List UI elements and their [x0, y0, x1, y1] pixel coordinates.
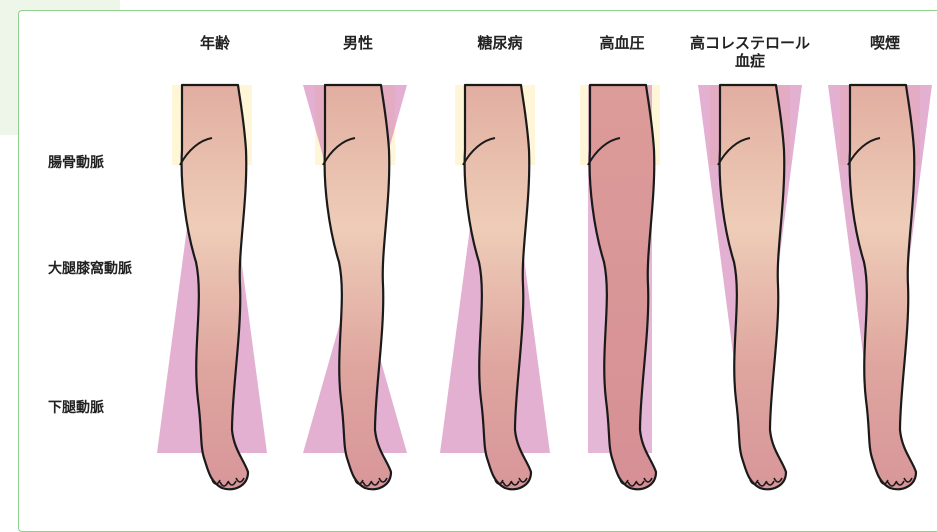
- leg-risk-tint: [849, 85, 916, 490]
- leg-outline: [588, 83, 658, 491]
- leg-outline: [848, 83, 918, 491]
- row-label-crural-artery: 下腿動脈: [48, 400, 104, 416]
- leg-risk-tint: [464, 85, 531, 490]
- column-label-hypertension: 高血圧: [599, 34, 645, 52]
- leg-outline: [180, 83, 250, 491]
- leg-risk-tint: [719, 85, 786, 490]
- column-label-smoking: 喫煙: [869, 34, 900, 52]
- column-label-hypercholesterolemia: 高コレステロール 血症: [689, 34, 810, 70]
- leg-risk-tint: [324, 85, 391, 490]
- hip-crease: [587, 137, 621, 166]
- column-label-male: 男性: [342, 34, 373, 52]
- row-label-iliac-artery: 腸骨動脈: [48, 155, 104, 171]
- leg-4: [580, 83, 660, 491]
- toes: [211, 477, 245, 487]
- toes: [619, 477, 653, 487]
- hip-crease: [717, 137, 751, 166]
- hip-crease: [179, 137, 213, 166]
- toes: [879, 477, 913, 487]
- hip-crease: [847, 137, 881, 166]
- hip-crease: [322, 137, 356, 166]
- toes: [354, 477, 388, 487]
- leg-risk-tint: [589, 85, 656, 490]
- leg-3: [440, 83, 550, 491]
- column-label-age: 年齢: [199, 34, 230, 52]
- column-label-diabetes: 糖尿病: [477, 34, 523, 52]
- hip-crease: [462, 137, 496, 166]
- toes: [494, 477, 528, 487]
- leg-1: [157, 83, 267, 491]
- leg-6: [828, 83, 932, 491]
- toes: [749, 477, 783, 487]
- row-label-femoropopliteal-artery: 大腿膝窩動脈: [48, 261, 132, 277]
- leg-outline: [323, 83, 393, 491]
- leg-5: [698, 83, 802, 491]
- legs-diagram: [157, 83, 932, 491]
- leg-2: [303, 83, 407, 491]
- leg-risk-tint: [181, 85, 248, 490]
- leg-outline: [718, 83, 788, 491]
- leg-outline: [463, 83, 533, 491]
